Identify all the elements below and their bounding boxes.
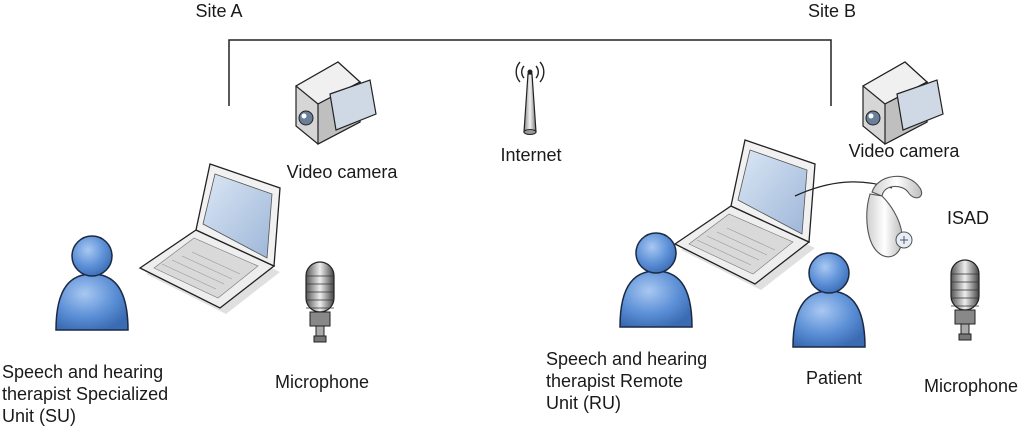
patient-label: Patient <box>805 368 863 388</box>
microphone-a-icon <box>305 261 335 343</box>
site-connection-line <box>228 39 832 106</box>
laptop-b-icon <box>674 139 816 291</box>
video-camera-a-label: Video camera <box>286 162 398 182</box>
therapist-ru-label: Speech and hearing therapist Remote Unit… <box>546 349 708 413</box>
microphone-b-label: Microphone <box>923 376 1019 396</box>
therapist-su-label: Speech and hearing therapist Specialized… <box>2 362 169 426</box>
video-camera-a-icon <box>295 61 377 145</box>
microphone-b-icon <box>950 259 980 341</box>
video-camera-b-label: Video camera <box>848 141 960 161</box>
internet-antenna-icon <box>515 61 545 135</box>
site-b-label: Site B <box>807 1 857 21</box>
site-a-label: Site A <box>195 1 243 21</box>
isad-label: ISAD <box>947 208 990 228</box>
isad-hearing-aid-icon <box>866 175 923 258</box>
therapist-su-icon <box>55 235 129 331</box>
laptop-a-icon <box>139 163 281 315</box>
internet-label: Internet <box>500 145 562 165</box>
video-camera-b-icon <box>862 61 944 145</box>
patient-icon <box>792 252 866 348</box>
microphone-a-label: Microphone <box>274 372 370 392</box>
